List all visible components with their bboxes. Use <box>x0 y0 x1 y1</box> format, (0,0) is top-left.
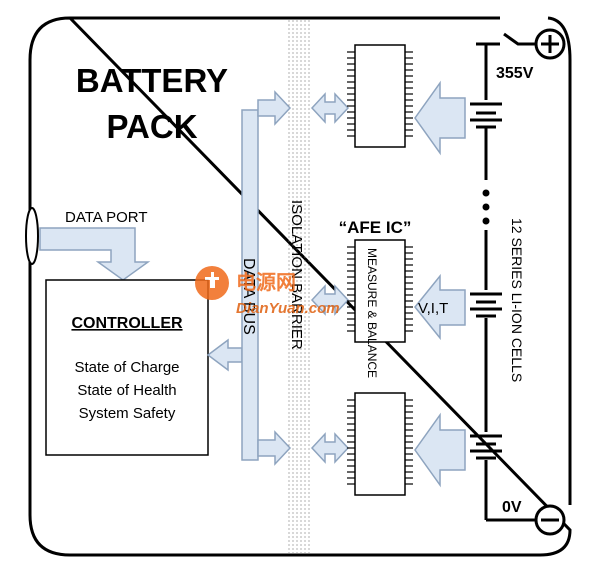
data-port <box>25 207 39 265</box>
afe-chip-middle: MEASURE & BALANCE <box>347 239 413 378</box>
watermark: 电源网 DianYuan.com <box>195 266 340 317</box>
controller-box <box>45 279 209 456</box>
data-bus-label: DATA BUS <box>240 258 257 335</box>
positive-terminal-icon <box>534 28 566 60</box>
cell-arrow-middle <box>414 273 466 341</box>
controller-line-1: State of Charge <box>74 359 179 376</box>
ellipsis-dots <box>482 189 490 225</box>
cell-top <box>470 102 502 129</box>
controller-line-3: System Safety <box>79 405 176 422</box>
isolation-barrier-label: ISOLATION BARRIER <box>288 200 305 350</box>
watermark-url: DianYuan.com <box>236 300 340 317</box>
afe-label: “AFE IC” <box>339 218 412 237</box>
controller-bus-arrow <box>206 338 243 372</box>
cells-label: 12 SERIES LI-ION CELLS <box>509 218 525 382</box>
title-line-1: BATTERY <box>76 62 228 99</box>
cell-middle <box>470 292 502 318</box>
pack-outline <box>28 16 572 557</box>
title-line-2: PACK <box>106 108 197 145</box>
barrier-arrow-middle <box>310 284 350 316</box>
data-bus-branch-top <box>257 90 292 126</box>
watermark-brand: 电源网 <box>236 271 296 294</box>
afe-chip-bottom <box>347 392 413 496</box>
negative-terminal-icon <box>534 504 566 536</box>
controller-heading: CONTROLLER <box>71 315 183 332</box>
data-bus-branch-bottom <box>257 430 292 466</box>
barrier-arrow-top <box>310 92 350 124</box>
data-bus-bar <box>241 109 259 461</box>
controller-line-2: State of Health <box>77 382 176 399</box>
cell-arrow-top <box>414 80 466 156</box>
data-port-label: DATA PORT <box>65 209 148 226</box>
barrier-arrow-bottom <box>310 432 350 464</box>
isolation-barrier <box>288 20 312 553</box>
voltage-bottom: 0V <box>502 499 522 516</box>
measurement-label: V,I,T <box>418 300 448 317</box>
cell-arrow-bottom <box>414 412 466 488</box>
afe-chip-top <box>347 44 413 148</box>
cell-string <box>476 32 540 522</box>
data-port-arrow <box>39 227 151 281</box>
afe-function-label: MEASURE & BALANCE <box>365 248 379 378</box>
voltage-top: 355V <box>496 65 534 82</box>
cell-bottom <box>470 434 502 460</box>
